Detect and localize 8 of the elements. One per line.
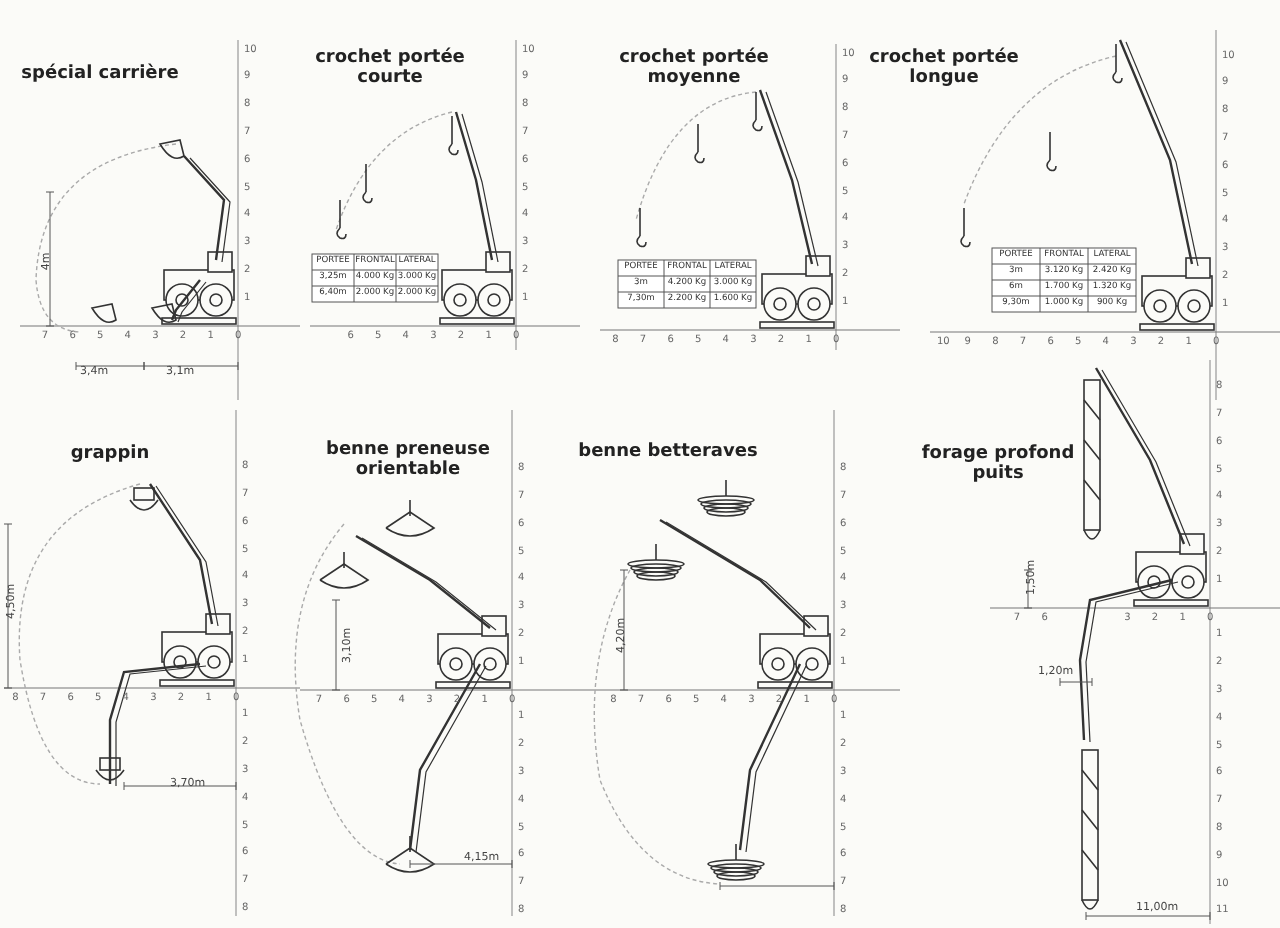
panel-title: crochet portée courte bbox=[313, 48, 467, 90]
panel-title: forage profond puits bbox=[919, 444, 1077, 486]
panel-title: grappin bbox=[68, 444, 152, 465]
panel-title: crochet portée longue bbox=[867, 48, 1021, 90]
panel-title: spécial carrière bbox=[19, 64, 181, 85]
panel-title: benne preneuse orientable bbox=[324, 440, 492, 482]
panel-title: benne betteraves bbox=[576, 442, 760, 463]
panel-title: crochet portée moyenne bbox=[617, 48, 771, 90]
